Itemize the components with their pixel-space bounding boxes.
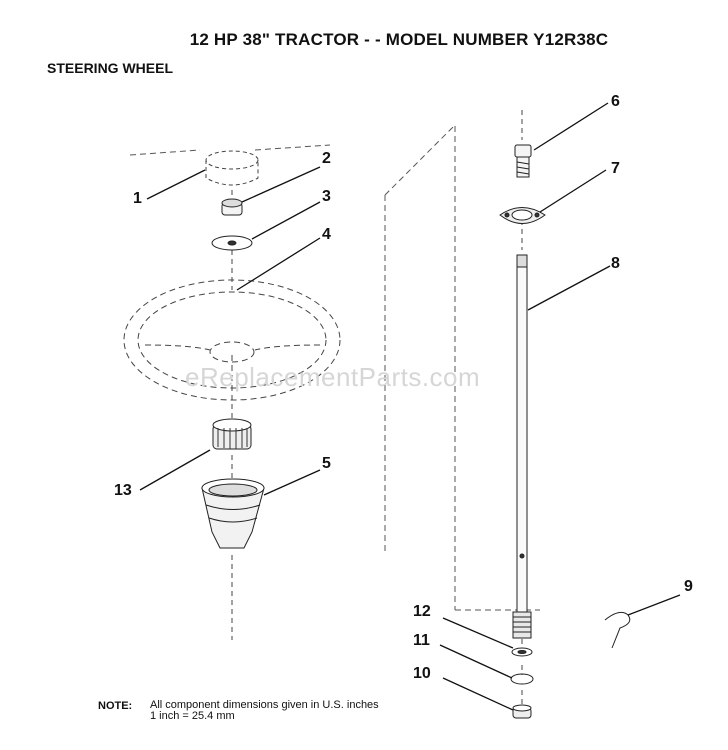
callout-12: 12 xyxy=(413,603,431,620)
callout-2: 2 xyxy=(322,150,331,167)
section-title: STEERING WHEEL xyxy=(47,60,174,76)
steering-boot-part xyxy=(201,478,265,549)
splined-adapter-part xyxy=(212,418,252,450)
callout-11: 11 xyxy=(413,632,430,649)
frame-outline xyxy=(129,123,540,611)
watermark-text: eReplacementParts.com xyxy=(185,362,481,392)
callout-10: 10 xyxy=(413,665,431,682)
retaining-ring-part xyxy=(510,673,534,685)
note-line-2: 1 inch = 25.4 mm xyxy=(150,710,235,722)
note-label: NOTE: xyxy=(98,700,133,712)
note-line-1: All component dimensions given in U.S. i… xyxy=(150,699,379,711)
callout-13: 13 xyxy=(114,482,132,499)
callout-6: 6 xyxy=(611,93,620,110)
callout-4: 4 xyxy=(322,226,331,243)
callout-9: 9 xyxy=(684,578,693,595)
thin-washer-part xyxy=(511,647,533,657)
leader-lines xyxy=(139,102,681,711)
callout-5: 5 xyxy=(322,455,331,472)
callout-7: 7 xyxy=(611,160,620,177)
callout-1: 1 xyxy=(133,190,142,207)
bolt-part xyxy=(514,144,532,178)
steering-cap-part xyxy=(205,150,259,186)
diagram-title: 12 HP 38" TRACTOR - - MODEL NUMBER Y12R3… xyxy=(189,30,609,49)
callout-3: 3 xyxy=(322,188,331,205)
flange-bushing-part xyxy=(499,207,546,224)
steering-wheel-part xyxy=(123,279,341,401)
steering-shaft-part xyxy=(516,254,528,616)
lock-nut-part xyxy=(512,704,532,719)
note-text: All component dimensions given in U.S. i… xyxy=(150,700,379,722)
nut-part xyxy=(221,198,243,216)
cotter-pin-part xyxy=(604,611,631,649)
callout-8: 8 xyxy=(611,255,620,272)
washer-part xyxy=(211,235,253,251)
pinion-gear-part xyxy=(512,611,532,639)
